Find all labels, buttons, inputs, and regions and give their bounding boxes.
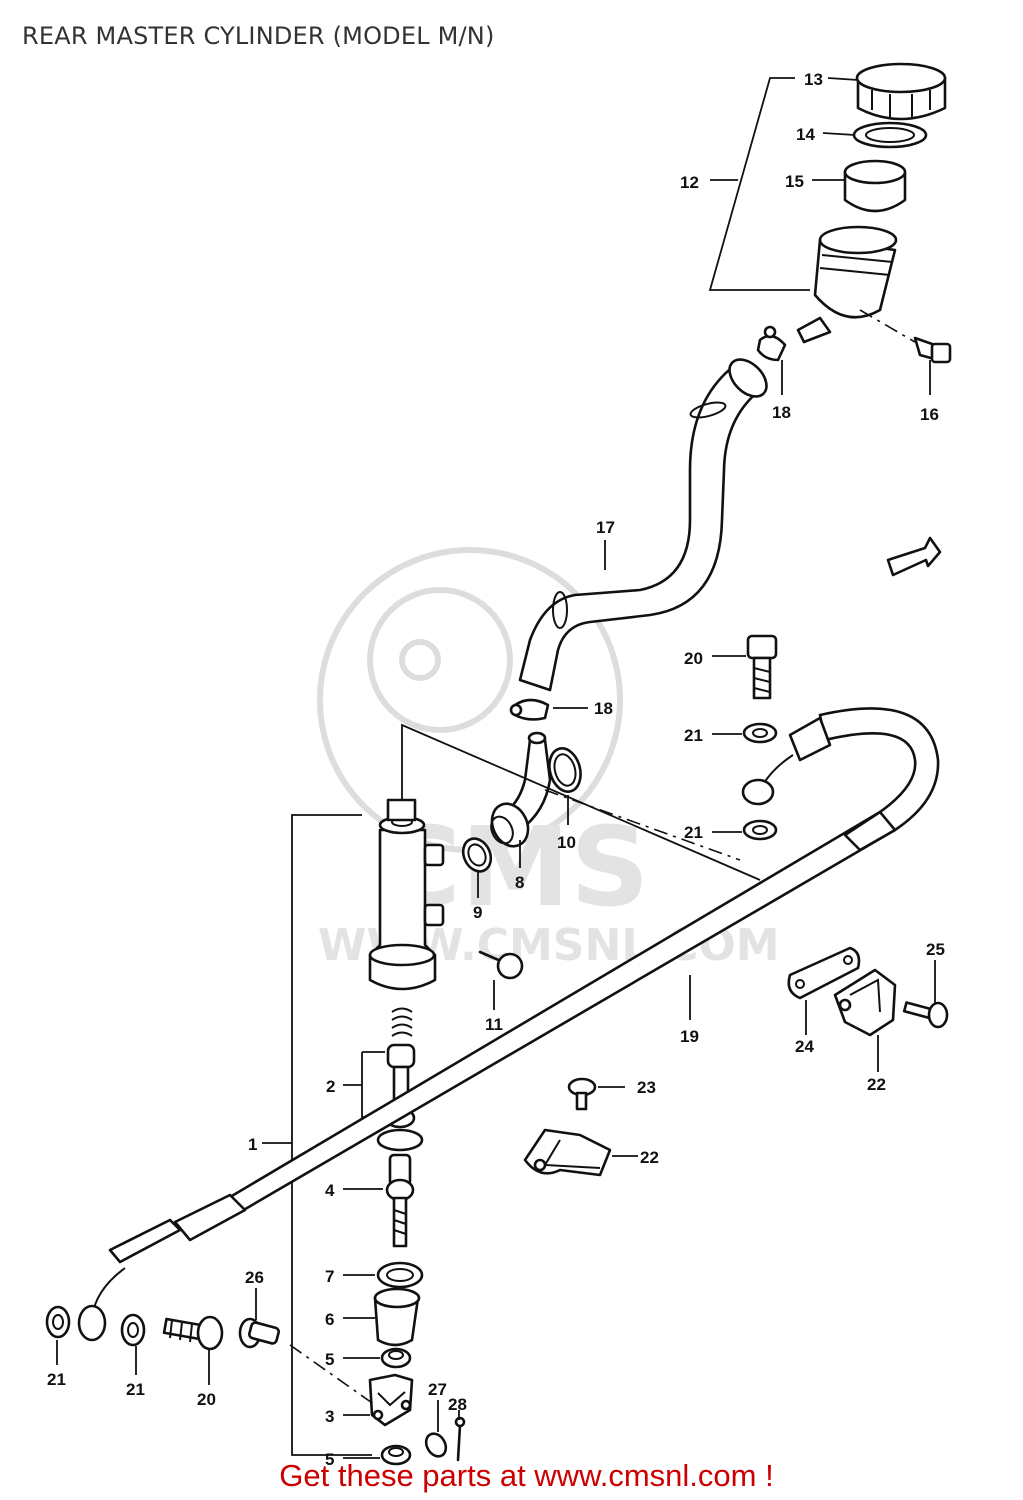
brake-hose[interactable]	[77, 707, 940, 1342]
sealing-washer-lower-1[interactable]	[45, 1305, 71, 1339]
part-label-21c[interactable]: 21	[47, 1370, 66, 1389]
part-label-7[interactable]: 7	[325, 1267, 334, 1286]
master-cylinder-body[interactable]	[368, 798, 445, 991]
part-label-6[interactable]: 6	[325, 1310, 334, 1329]
inlet-clip[interactable]	[545, 745, 585, 795]
part-label-28[interactable]: 28	[448, 1395, 467, 1414]
diaphragm[interactable]	[843, 159, 907, 213]
circlip[interactable]	[376, 1261, 424, 1289]
reservoir-hose[interactable]	[518, 353, 773, 692]
part-label-25[interactable]: 25	[926, 940, 945, 959]
part-label-15[interactable]: 15	[785, 172, 804, 191]
part-label-18a[interactable]: 18	[772, 403, 791, 422]
bracket-screw[interactable]	[902, 1001, 949, 1029]
part-label-23[interactable]: 23	[637, 1078, 656, 1097]
push-rod-clevis[interactable]	[368, 1373, 414, 1427]
part-label-13[interactable]: 13	[804, 70, 823, 89]
part-label-1[interactable]: 1	[248, 1135, 257, 1154]
part-label-12[interactable]: 12	[680, 173, 699, 192]
part-number-labels: 1 2 3 4 5 5 6 7 8 9 10 11 12 13 14 15 16…	[47, 70, 945, 1469]
footer-banner: Get these parts at www.cmsnl.com !	[0, 1458, 1023, 1494]
reservoir-bolt[interactable]	[859, 309, 952, 364]
diaphragm-plate[interactable]	[852, 121, 928, 149]
part-label-4[interactable]: 4	[325, 1181, 335, 1200]
reservoir-bracket	[708, 77, 810, 291]
lock-nut-lower[interactable]	[380, 1444, 412, 1466]
clamp-screw[interactable]	[567, 1077, 597, 1111]
part-label-5a[interactable]: 5	[325, 1350, 334, 1369]
part-label-24[interactable]: 24	[795, 1037, 814, 1056]
part-label-26[interactable]: 26	[245, 1268, 264, 1287]
lock-nut[interactable]	[380, 1347, 412, 1369]
part-label-10[interactable]: 10	[557, 833, 576, 852]
sealing-washer-upper-1[interactable]	[742, 722, 778, 744]
part-label-16[interactable]: 16	[920, 405, 939, 424]
return-spring[interactable]	[386, 1007, 416, 1107]
banjo-bolt-lower[interactable]	[162, 1315, 224, 1351]
sealing-washer-upper-2[interactable]	[742, 819, 778, 841]
diagram-title: REAR MASTER CYLINDER (MODEL M/N)	[22, 22, 495, 50]
clevis-pin[interactable]	[238, 1317, 280, 1349]
inlet-connector[interactable]	[485, 798, 534, 852]
hose-guide-clamp[interactable]	[523, 1128, 612, 1177]
part-label-9[interactable]: 9	[473, 903, 482, 922]
part-label-22b[interactable]: 22	[867, 1075, 886, 1094]
part-label-8[interactable]: 8	[515, 873, 524, 892]
part-label-14[interactable]: 14	[796, 125, 815, 144]
clevis-washer[interactable]	[422, 1430, 450, 1460]
part-label-11[interactable]: 11	[485, 1015, 503, 1034]
leader-lines	[56, 77, 936, 1459]
part-label-22a[interactable]: 22	[640, 1148, 659, 1167]
o-ring[interactable]	[458, 834, 496, 876]
footer-link[interactable]: Get these parts at www.cmsnl.com !	[279, 1458, 774, 1493]
inlet-screw[interactable]	[478, 950, 524, 980]
part-label-21b[interactable]: 21	[684, 823, 703, 842]
part-label-27[interactable]: 27	[428, 1380, 447, 1399]
part-label-17[interactable]: 17	[596, 518, 615, 537]
hose-bracket[interactable]	[833, 968, 897, 1037]
part-label-5b[interactable]: 5	[325, 1450, 334, 1469]
clamp-plate[interactable]	[787, 946, 861, 1000]
sealing-washer-lower-2[interactable]	[120, 1313, 146, 1347]
dust-boot[interactable]	[373, 1287, 421, 1347]
front-direction-arrow-icon	[886, 536, 942, 577]
reservoir-body[interactable]	[796, 225, 898, 344]
hose-clamp-upper[interactable]	[756, 325, 787, 362]
part-label-3[interactable]: 3	[325, 1407, 334, 1426]
banjo-bolt-upper[interactable]	[746, 634, 778, 700]
part-label-21a[interactable]: 21	[684, 726, 703, 745]
part-label-20a[interactable]: 20	[684, 649, 703, 668]
part-label-19[interactable]: 19	[680, 1027, 699, 1046]
cotter-pin[interactable]	[454, 1416, 466, 1462]
part-label-21d[interactable]: 21	[126, 1380, 145, 1399]
part-label-20b[interactable]: 20	[197, 1390, 216, 1409]
reservoir-cap[interactable]	[855, 62, 947, 121]
part-label-18b[interactable]: 18	[594, 699, 613, 718]
hose-clamp-lower[interactable]	[509, 698, 550, 721]
piston[interactable]	[376, 1107, 424, 1248]
part-label-2[interactable]: 2	[326, 1077, 335, 1096]
